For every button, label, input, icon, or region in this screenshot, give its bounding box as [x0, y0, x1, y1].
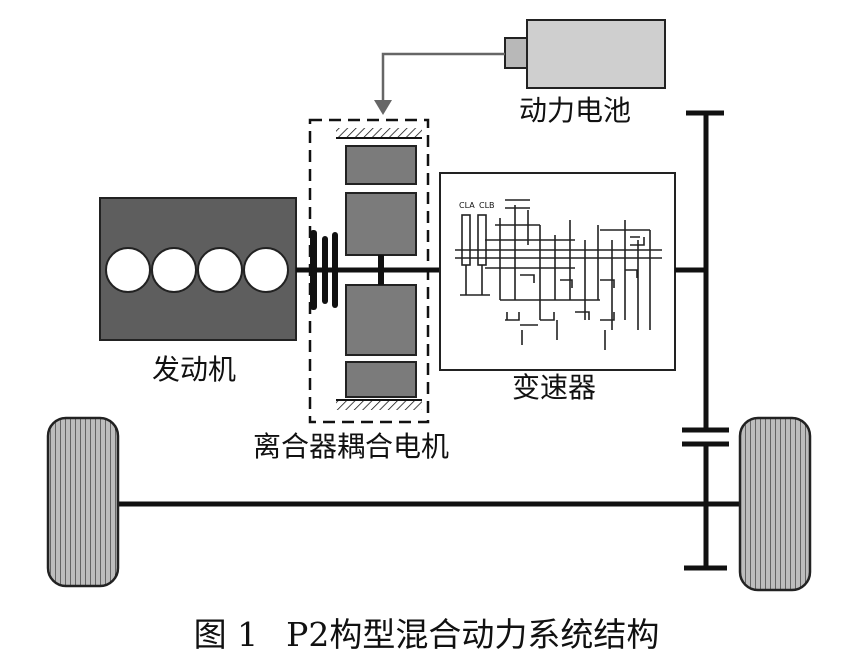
- power-battery: [504, 19, 666, 89]
- figure-caption: 图 1 P2构型混合动力系统结构: [0, 608, 853, 656]
- label-engine: 发动机: [152, 353, 237, 386]
- battery-cable: [374, 52, 505, 115]
- label-battery: 动力电池: [519, 94, 632, 127]
- engine-cylinder: [151, 247, 197, 293]
- clutch: [310, 230, 338, 310]
- engine-cylinder: [243, 247, 289, 293]
- gear-schematic: [455, 199, 662, 350]
- motor-rotor-bottom: [345, 284, 417, 356]
- drive-shaft: [682, 110, 729, 571]
- figure-number: 图 1: [193, 615, 259, 654]
- clutch-plate: [332, 232, 338, 308]
- clutch-plate: [310, 230, 317, 310]
- clutch-coupled-motor: [345, 145, 417, 398]
- gearbox-tag-cla: CLA: [459, 201, 475, 210]
- motor-housing-bottom: [336, 400, 422, 410]
- transmission: CLA CLB: [439, 172, 676, 371]
- motor-stator-top: [345, 145, 417, 185]
- engine-cylinder: [197, 247, 243, 293]
- battery-terminal: [504, 37, 530, 69]
- left-wheel: [46, 416, 120, 588]
- transmission-box: [439, 172, 676, 371]
- engine: [99, 197, 297, 341]
- right-wheel: [738, 416, 812, 592]
- motor-housing-top: [336, 128, 422, 138]
- engine-cylinder: [105, 247, 151, 293]
- cable-arrow: [374, 100, 392, 115]
- motor-stator-bottom: [345, 361, 417, 398]
- clutch-motor-boundary: [308, 118, 430, 424]
- gearbox-tag-clb: CLB: [479, 201, 495, 210]
- label-transmission: 变速器: [512, 371, 597, 404]
- label-clutch-motor: 离合器耦合电机: [253, 430, 450, 463]
- figure-title: P2构型混合动力系统结构: [286, 615, 660, 654]
- p2-hybrid-diagram: CLA CLB: [46, 19, 812, 592]
- battery-body: [526, 19, 666, 89]
- motor-rotor-top: [345, 192, 417, 256]
- clutch-plate: [322, 236, 328, 304]
